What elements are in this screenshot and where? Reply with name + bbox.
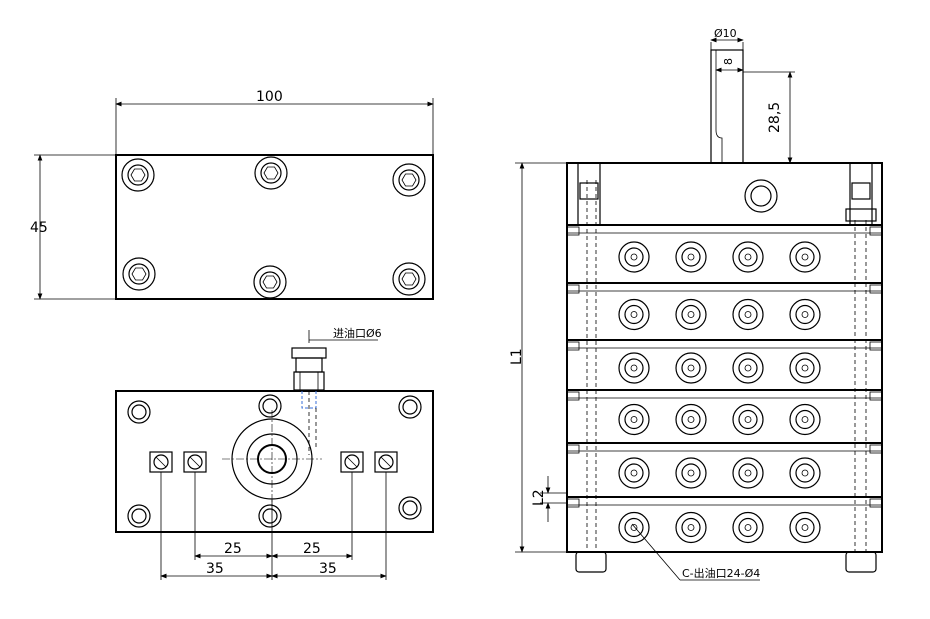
outlet-port [675, 457, 707, 489]
outlet-port [789, 403, 821, 436]
top-view: 100 45 [30, 89, 434, 300]
dim-35-right: 35 [319, 561, 337, 577]
front-view: 进油口Ø6 25 25 35 35 [115, 326, 434, 580]
outlet-port [789, 457, 821, 489]
distributor-sections [566, 224, 883, 553]
section-1 [566, 224, 883, 284]
outlet-port [732, 241, 764, 273]
outlet-port [732, 511, 764, 544]
fitting-3 [340, 451, 364, 473]
outlet-port [789, 298, 821, 331]
dim-25-left: 25 [224, 541, 242, 557]
outlet-port [789, 511, 821, 544]
outlet-port [732, 352, 764, 384]
side-view: Ø10 8 28,5 L1 L2 C [509, 27, 883, 581]
section-2 [566, 282, 883, 341]
inlet-label: 进油口Ø6 [333, 326, 382, 340]
top-bolt-4 [122, 257, 156, 291]
outlet-port [789, 352, 821, 384]
section-6 [566, 496, 883, 553]
fitting-4 [374, 451, 398, 473]
top-bolt-1 [121, 158, 155, 192]
dim-width-100: 100 [256, 89, 283, 105]
dim-L2: L2 [531, 489, 547, 506]
outlet-port [618, 511, 650, 544]
shaft-length-label: 28,5 [767, 102, 783, 133]
shaft-diameter-label: Ø10 [714, 27, 737, 40]
outlet-port [675, 352, 707, 384]
outlet-port [675, 511, 707, 544]
outlet-port [732, 457, 764, 489]
fitting-2 [183, 451, 207, 473]
dim-L1: L1 [509, 348, 525, 365]
dim-25-right: 25 [303, 541, 321, 557]
dim-height-45: 45 [30, 220, 48, 236]
top-bolt-5 [253, 265, 287, 299]
outlet-port [675, 403, 707, 436]
outlet-port [675, 241, 707, 273]
section-4 [566, 389, 883, 444]
outlet-port [675, 298, 707, 331]
outlet-port [789, 241, 821, 273]
outlet-port [618, 298, 650, 331]
section-5 [566, 442, 883, 498]
outlet-port [618, 403, 650, 436]
inlet-fitting [291, 330, 378, 455]
dim-35-left: 35 [206, 561, 224, 577]
top-bolt-6 [392, 262, 426, 296]
central-shaft-boss [222, 410, 322, 510]
top-bolt-3 [392, 163, 426, 197]
fitting-1 [149, 451, 173, 473]
section-3 [566, 339, 883, 391]
top-bolt-2 [254, 156, 288, 190]
outlet-port [618, 241, 650, 273]
outlet-port [618, 352, 650, 384]
outlet-port [732, 403, 764, 436]
outlet-label: C-出油口24-Ø4 [682, 566, 760, 580]
outlet-port [618, 457, 650, 489]
shaft-flat-label: 8 [722, 58, 735, 65]
outlet-port [732, 298, 764, 331]
